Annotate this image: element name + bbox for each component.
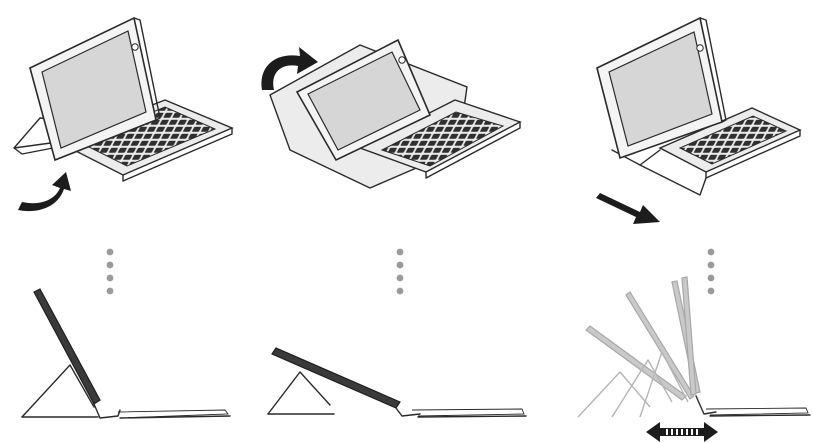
panel-3-side: [578, 277, 810, 442]
slide-arrow-icon: [596, 193, 660, 224]
tablet-side: [272, 348, 400, 408]
panel-2-top: [261, 40, 520, 188]
double-arrow-icon: [646, 422, 718, 442]
panel-1-top: [14, 18, 232, 211]
panel-3-top: [596, 18, 800, 224]
dot-connector-left: [107, 249, 114, 295]
ghost-positions: [578, 281, 700, 417]
panel-2-side: [268, 348, 526, 417]
dot-connector-middle: [397, 249, 404, 295]
dot-connector-right: [708, 249, 715, 295]
tablet-side: [34, 289, 100, 404]
panel-1-side: [22, 289, 230, 418]
curved-arrow-up-icon: [18, 172, 71, 211]
